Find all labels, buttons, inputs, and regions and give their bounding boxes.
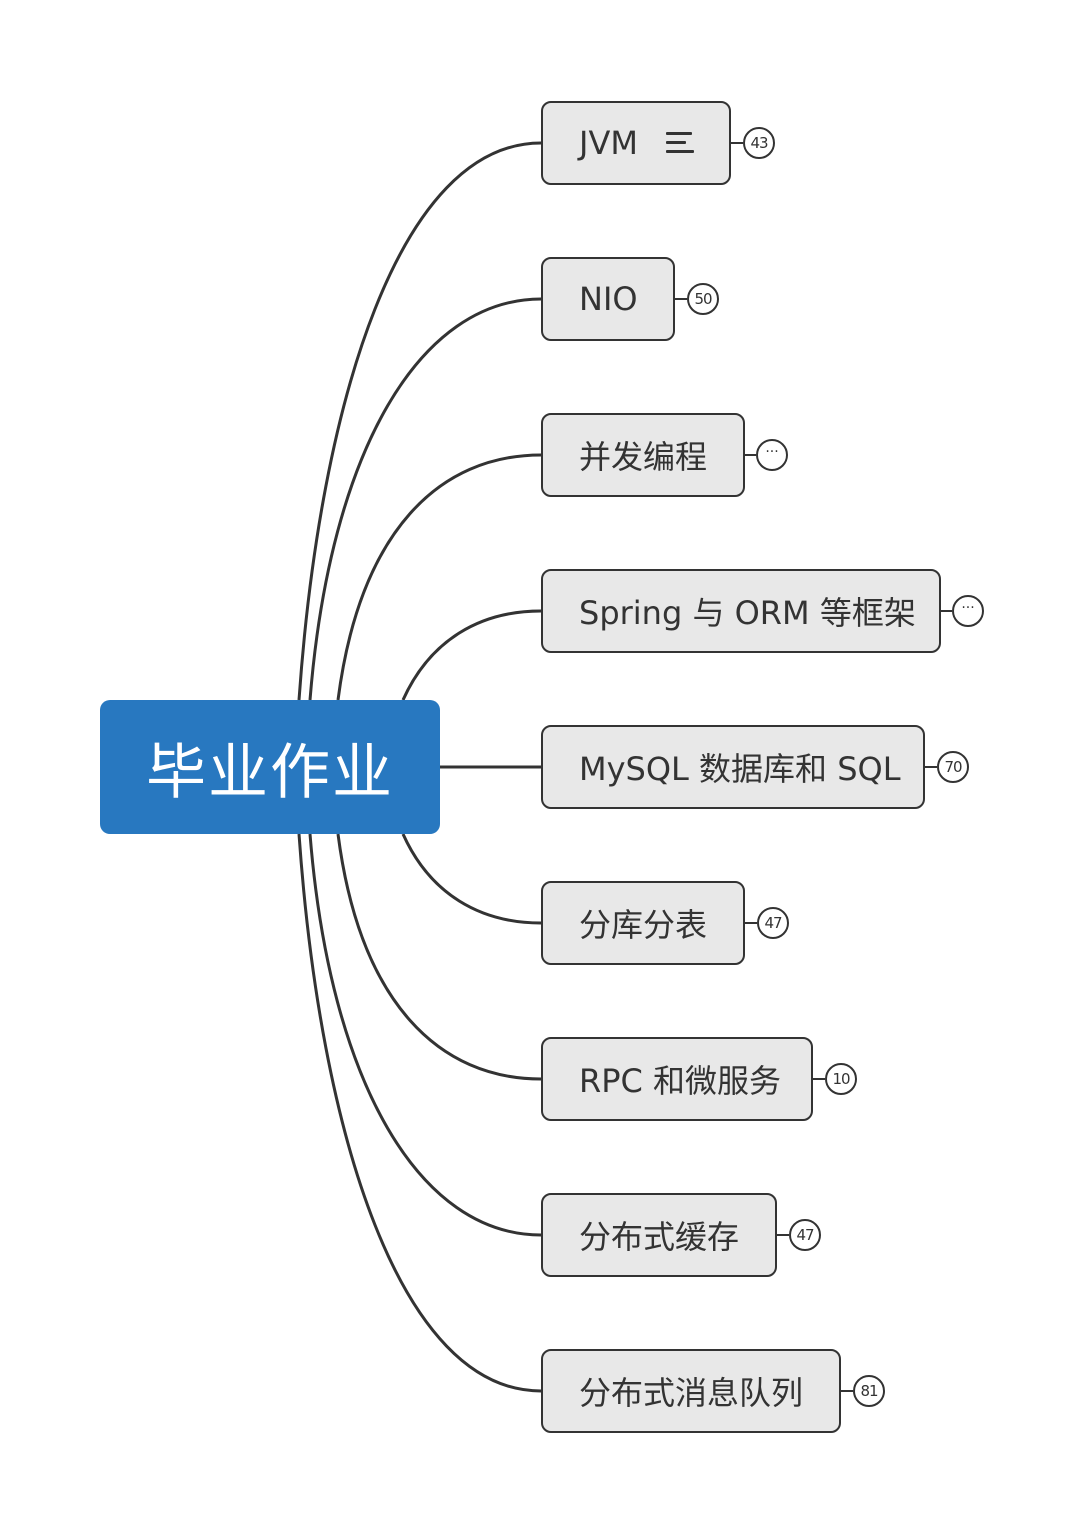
child-count-badge[interactable]: 43: [743, 127, 775, 159]
topic-message-queue[interactable]: 分布式消息队列: [541, 1349, 841, 1433]
notes-icon[interactable]: [665, 132, 696, 154]
topic-spring-orm[interactable]: Spring 与 ORM 等框架: [541, 569, 941, 653]
child-count-badge[interactable]: 10: [825, 1063, 857, 1095]
topic-label: Spring 与 ORM 等框架: [579, 594, 916, 632]
connector-jvm: [297, 141, 542, 701]
badge-label: ···: [961, 600, 975, 616]
connector-nio: [308, 297, 542, 701]
topic-nio[interactable]: NIO: [541, 257, 675, 341]
topic-distributed-cache[interactable]: 分布式缓存: [541, 1193, 777, 1277]
topic-concurrency[interactable]: 并发编程: [541, 413, 745, 497]
topic-label: 分布式消息队列: [579, 1374, 804, 1412]
topic-label: JVM: [579, 124, 638, 162]
connector-cache: [308, 833, 542, 1237]
topic-mysql[interactable]: MySQL 数据库和 SQL: [541, 725, 925, 809]
badge-label: 50: [694, 290, 712, 308]
topic-sharding[interactable]: 分库分表: [541, 881, 745, 965]
topic-label: 分布式缓存: [579, 1218, 740, 1256]
badge-label: ···: [765, 444, 779, 460]
badge-label: 43: [750, 134, 768, 152]
badge-label: 81: [860, 1382, 878, 1400]
connector-sharding: [401, 833, 542, 925]
child-count-badge[interactable]: 70: [937, 751, 969, 783]
topic-label: NIO: [579, 280, 638, 318]
child-count-badge[interactable]: 50: [687, 283, 719, 315]
connector-rpc: [336, 833, 542, 1081]
child-count-badge[interactable]: 47: [789, 1219, 821, 1251]
child-count-badge[interactable]: 47: [757, 907, 789, 939]
ellipsis-icon[interactable]: ···: [756, 439, 788, 471]
central-topic[interactable]: 毕业作业: [100, 700, 440, 834]
badge-label: 47: [796, 1226, 814, 1244]
connector-mq: [297, 833, 542, 1393]
child-count-badge[interactable]: 81: [853, 1375, 885, 1407]
topic-label: 并发编程: [579, 438, 708, 476]
connector-concurrency: [336, 453, 542, 701]
badge-label: 47: [764, 914, 782, 932]
topic-label: RPC 和微服务: [579, 1062, 782, 1100]
ellipsis-icon[interactable]: ···: [952, 595, 984, 627]
topic-rpc[interactable]: RPC 和微服务: [541, 1037, 813, 1121]
topic-label: 分库分表: [579, 906, 708, 944]
badge-label: 70: [944, 758, 962, 776]
connector-spring: [401, 609, 542, 701]
topic-jvm[interactable]: JVM: [541, 101, 731, 185]
central-topic-label: 毕业作业: [146, 737, 394, 808]
badge-label: 10: [832, 1070, 850, 1088]
topic-label: MySQL 数据库和 SQL: [579, 750, 901, 788]
